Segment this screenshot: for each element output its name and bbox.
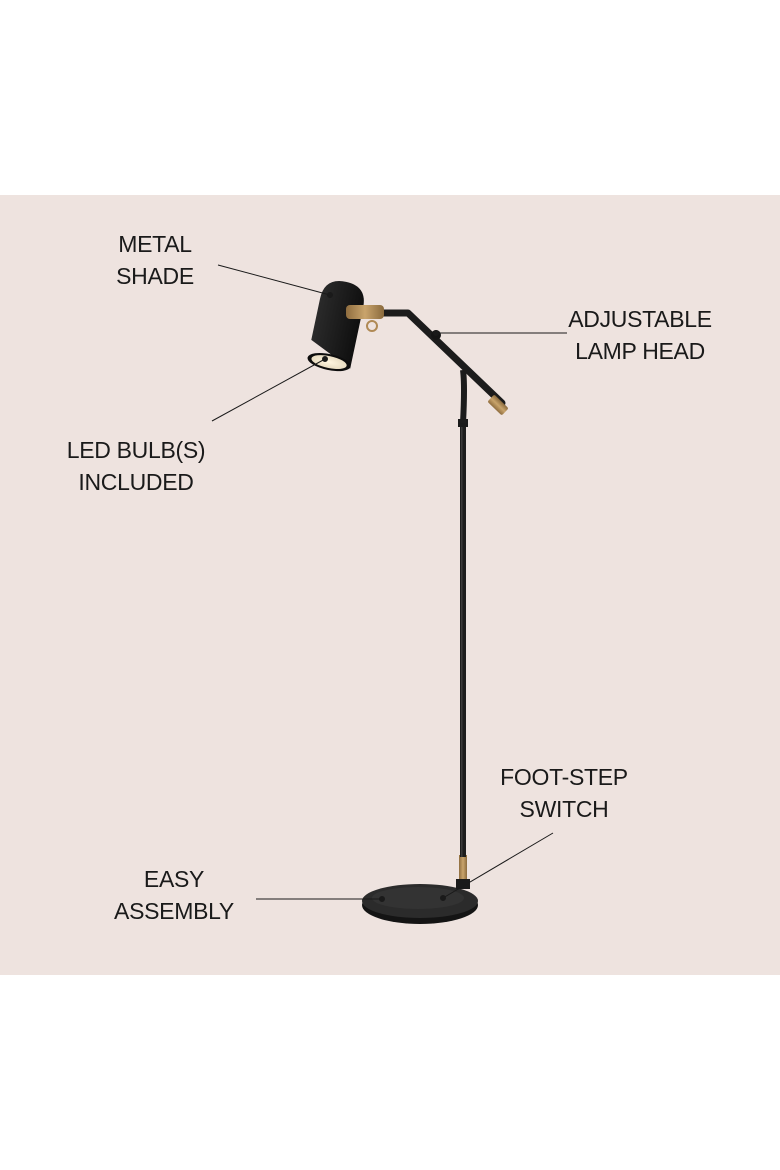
callout-foot-step-line2: SWITCH <box>519 796 609 822</box>
callout-adjustable-head-line2: LAMP HEAD <box>575 338 705 364</box>
leader-dot-led-bulb <box>322 356 328 362</box>
callout-easy-assembly-line2: ASSEMBLY <box>114 898 234 924</box>
leader-dot-metal-shade <box>327 292 333 298</box>
callout-leader-lines <box>211 264 567 902</box>
callout-metal-shade-line1: METAL <box>118 231 192 257</box>
leader-line-metal-shade <box>217 264 331 296</box>
product-feature-panel: METAL SHADE ADJUSTABLE LAMP HEAD LED BUL… <box>0 195 780 975</box>
metal-shade <box>307 281 364 372</box>
brass-joint <box>346 305 384 332</box>
callout-easy-assembly-line1: EASY <box>143 866 205 892</box>
callout-metal-shade-line2: SHADE <box>116 263 194 289</box>
callout-adjustable-head: ADJUSTABLE LAMP HEAD <box>552 303 728 367</box>
callout-easy-assembly: EASY ASSEMBLY <box>100 863 248 927</box>
callout-led-bulb-line2: INCLUDED <box>78 469 194 495</box>
callout-led-bulb: LED BULB(S) INCLUDED <box>52 434 220 498</box>
floor-lamp-illustration <box>211 264 567 924</box>
callout-foot-step-line1: FOOT-STEP <box>500 764 628 790</box>
foot-step-switch <box>456 855 470 889</box>
callout-metal-shade: METAL SHADE <box>96 228 214 292</box>
lamp-base <box>362 884 478 924</box>
leader-dot-easy-assembly <box>379 896 385 902</box>
lamp-pole <box>458 419 468 857</box>
leader-dot-foot-step <box>440 895 446 901</box>
callout-adjustable-head-line1: ADJUSTABLE <box>568 306 712 332</box>
leader-dot-adjustable-head <box>433 330 439 336</box>
leader-line-led-bulb <box>211 358 326 422</box>
callout-foot-step: FOOT-STEP SWITCH <box>484 761 644 825</box>
callout-led-bulb-line1: LED BULB(S) <box>66 437 206 463</box>
adjustable-arm <box>374 309 508 424</box>
leader-line-foot-step <box>442 832 554 899</box>
